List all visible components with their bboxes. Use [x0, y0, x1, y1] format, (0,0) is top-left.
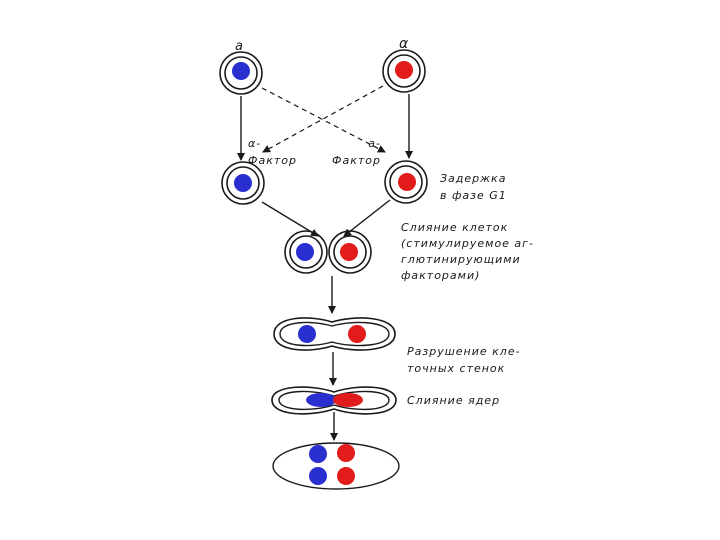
nucleus-a — [298, 325, 316, 343]
diploid-cell — [272, 442, 400, 490]
label-mating-type-a: a — [235, 39, 244, 54]
nucleus-alpha — [337, 444, 355, 462]
nucleus-a — [232, 62, 250, 80]
nucleus-alpha — [395, 61, 413, 79]
cell-alpha — [382, 49, 426, 93]
label-nuclear-fusion: Слияние ядер — [407, 394, 501, 407]
arrow-converge-left — [261, 201, 319, 237]
nucleus-a — [234, 174, 252, 192]
label-alpha-factor: α- Фактор — [248, 137, 297, 167]
cell-alpha-arrested — [384, 160, 428, 204]
label-a-factor: а- Фактор — [332, 137, 381, 167]
nucleus-a — [309, 445, 327, 463]
cells-in-contact — [284, 230, 372, 274]
nucleus-a — [296, 243, 314, 261]
nucleus-alpha — [337, 467, 355, 485]
zygote-nuclear-fusion — [271, 386, 397, 415]
cell-a-arrested — [221, 161, 265, 205]
dashed-arrow-alpha-to-a — [262, 85, 384, 153]
nucleus-alpha — [398, 173, 416, 191]
arrow-converge-right — [343, 199, 391, 237]
nucleus-a-fusing — [306, 393, 336, 407]
label-cell-wall-breakdown: Разрушение кле- точных стенок — [407, 345, 521, 375]
nucleus-alpha — [340, 243, 358, 261]
nucleus-alpha-fusing — [333, 393, 363, 407]
label-g1-arrest: Задержка в фазе G1 — [440, 172, 507, 202]
label-mating-type-alpha: α — [399, 36, 410, 52]
nucleus-alpha — [348, 325, 366, 343]
prezygote — [273, 317, 396, 351]
label-cell-fusion: Слияние клеток (стимулируемое аг- глютин… — [401, 221, 534, 282]
nucleus-a — [309, 467, 327, 485]
cell-a — [219, 51, 263, 95]
